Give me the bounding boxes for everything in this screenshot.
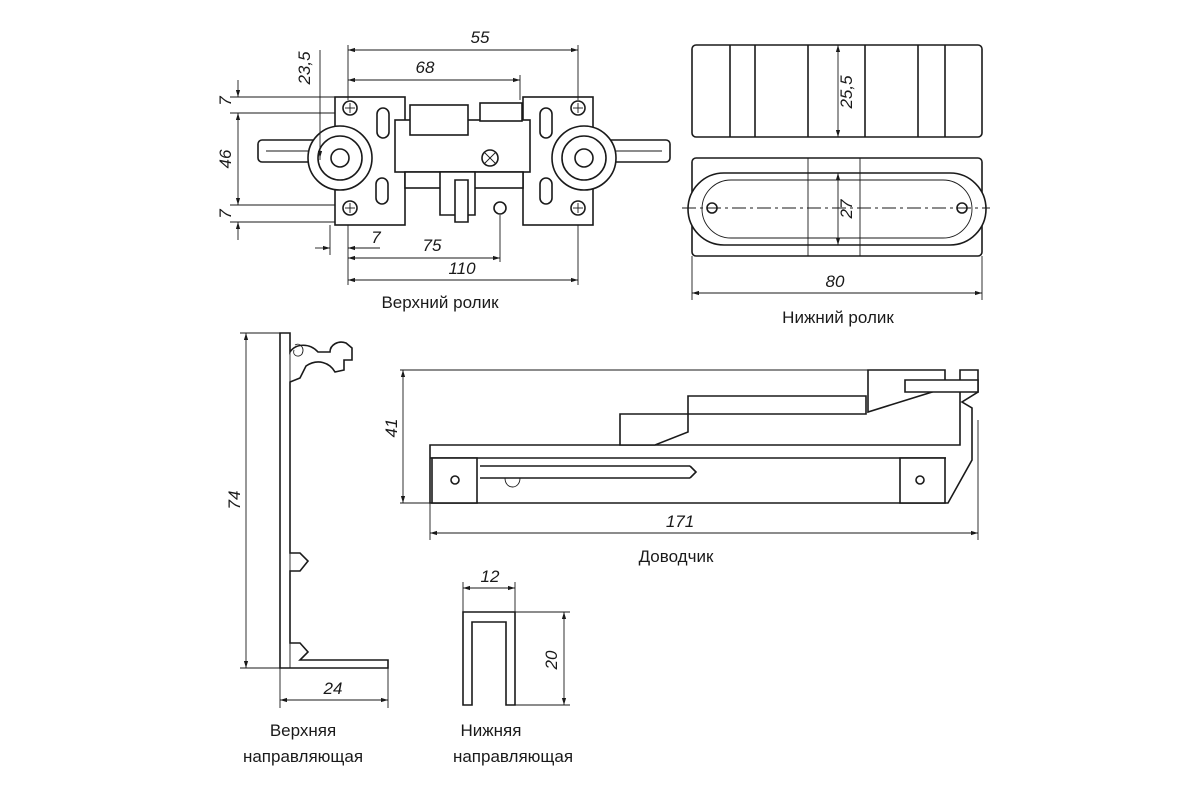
dim-80: 80 — [826, 272, 845, 291]
caption-lower-roller: Нижний ролик — [782, 308, 894, 327]
dim-7-horizontal: 7 — [371, 228, 381, 247]
caption-closer: Доводчик — [639, 547, 714, 566]
dim-74: 74 — [225, 491, 244, 510]
upper-guide-drawing: 74 24 Верхняя направляющая — [225, 332, 389, 766]
dim-75: 75 — [423, 236, 442, 255]
caption-upper-roller: Верхний ролик — [381, 293, 499, 312]
lower-guide-drawing: 12 20 Нижняя направляющая — [453, 567, 573, 766]
dim-24: 24 — [323, 679, 343, 698]
dim-171: 171 — [666, 512, 694, 531]
dim-27: 27 — [837, 199, 856, 219]
dim-41: 41 — [382, 419, 401, 438]
dim-46: 46 — [216, 149, 235, 168]
dim-20: 20 — [542, 650, 561, 670]
caption-lower-guide-line1: Нижняя — [461, 721, 522, 740]
caption-lower-guide-line2: направляющая — [453, 747, 573, 766]
dim-7-top: 7 — [216, 96, 235, 106]
dim-110: 110 — [448, 259, 476, 278]
dim-68: 68 — [416, 58, 435, 77]
closer-drawing: 41 171 Доводчик — [382, 369, 979, 566]
dim-25-5: 25,5 — [837, 75, 856, 110]
caption-upper-guide-line2: направляющая — [243, 747, 363, 766]
dim-7-bottom: 7 — [216, 209, 235, 219]
dim-12: 12 — [481, 567, 500, 586]
dim-55: 55 — [471, 28, 490, 47]
upper-roller-drawing: 55 68 23,5 7 46 7 7 75 110 Верхний ролик — [216, 28, 671, 312]
dim-23-5: 23,5 — [295, 51, 314, 86]
lower-roller-drawing: 25,5 27 80 Нижний ролик — [682, 44, 990, 327]
caption-upper-guide-line1: Верхняя — [270, 721, 336, 740]
